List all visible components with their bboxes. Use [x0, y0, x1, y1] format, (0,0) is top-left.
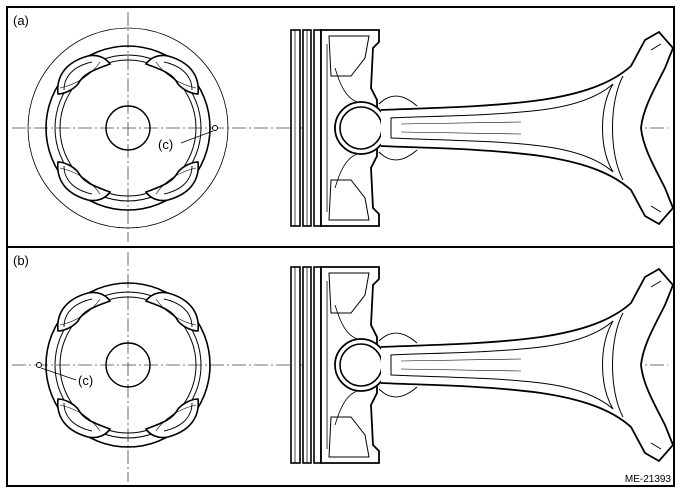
callout-leader — [40, 367, 77, 381]
callout-point — [212, 125, 218, 131]
figure-code: ME-21393 — [624, 474, 671, 485]
panel-b-label: (b) — [13, 253, 29, 268]
panel-a-label: (a) — [13, 13, 29, 28]
callout-point — [36, 362, 42, 368]
panel-a — [12, 12, 674, 242]
panel-b — [12, 252, 674, 482]
callout-leader — [180, 130, 214, 144]
panel-b-callout-label: (c) — [78, 373, 94, 388]
piston-side-view — [290, 29, 674, 227]
reference-circle — [27, 27, 229, 229]
piston-side-view — [290, 266, 674, 464]
panel-a-callout-label: (c) — [158, 137, 174, 152]
